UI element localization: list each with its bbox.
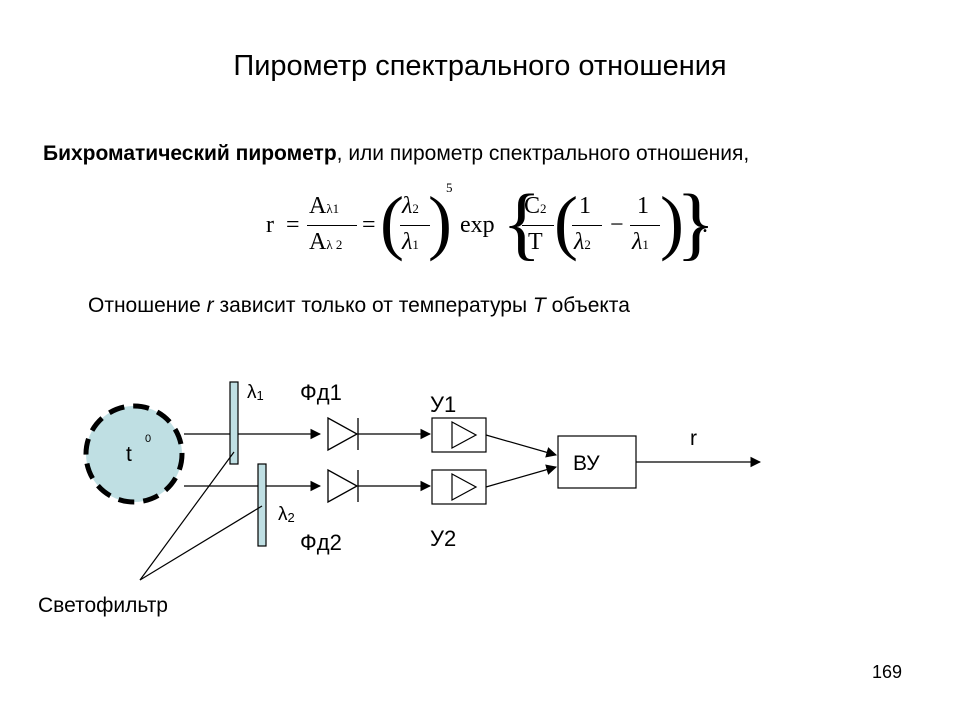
intro-text: Бихроматический пирометр, или пирометр с… xyxy=(43,142,749,166)
u1-label: У1 xyxy=(430,392,456,417)
filter-pointer-1 xyxy=(139,451,235,581)
fraction-bar-a xyxy=(307,225,357,227)
formula-c2: C2 xyxy=(524,193,547,219)
paren-left-2: ( xyxy=(554,182,578,262)
formula-a1: Aλ1 xyxy=(309,193,340,219)
fd1-label: Фд1 xyxy=(300,380,342,405)
fraction-bar-1a xyxy=(572,225,602,227)
formula-lambda2-den: λ2 xyxy=(574,229,591,255)
fraction-bar-1b xyxy=(630,225,660,227)
slide-title: Пирометр спектрального отношения xyxy=(233,50,727,82)
photodiode-2 xyxy=(327,468,359,504)
intro-bold-term: Бихроматический пирометр xyxy=(43,142,337,165)
lambda1-label: λ1 xyxy=(247,382,264,403)
amplifier-2 xyxy=(431,469,487,505)
ratio-note: Отношение r зависит только от температур… xyxy=(88,294,630,317)
formula-period: . xyxy=(702,212,708,238)
formula-lambda1-den: λ1 xyxy=(402,229,419,255)
formula-exp: exp xyxy=(460,212,495,238)
formula-eq-1: = xyxy=(286,212,300,238)
formula-power-5: 5 xyxy=(446,180,453,195)
formula-lambda2-num: λ2 xyxy=(402,193,419,219)
amp2-to-divider xyxy=(485,464,558,488)
formula-one-a: 1 xyxy=(579,193,591,219)
light-filter-2 xyxy=(257,463,267,547)
brace-left: { xyxy=(502,177,542,268)
formula-minus: − xyxy=(610,212,624,238)
filter-caption: Светофильтр xyxy=(38,594,168,617)
paren-left-1: ( xyxy=(380,182,404,262)
object-superscript: 0 xyxy=(145,433,151,445)
amp1-to-divider xyxy=(485,434,558,458)
fraction-bar-lambda xyxy=(400,225,430,227)
formula-t: T xyxy=(528,229,543,255)
amplifier-1 xyxy=(431,417,487,453)
u2-label: У2 xyxy=(430,526,456,551)
filter-pointer-2 xyxy=(139,505,263,581)
ratio-formula: r = Aλ1 Aλ 2 = ( λ2 λ1 ) 5 exp { C2 T ( … xyxy=(262,178,722,274)
formula-lambda1-den-2: λ1 xyxy=(632,229,649,255)
lambda2-label: λ2 xyxy=(278,504,295,525)
divider-unit xyxy=(557,435,637,489)
photodiode-1 xyxy=(327,416,359,452)
vu-label: ВУ xyxy=(573,452,600,475)
object-label: t xyxy=(126,443,132,466)
formula-eq-2: = xyxy=(362,212,376,238)
output-r-label: r xyxy=(690,427,697,450)
light-filter-1 xyxy=(229,381,239,465)
brace-right: } xyxy=(676,177,716,268)
formula-one-b: 1 xyxy=(637,193,649,219)
formula-a2: Aλ 2 xyxy=(309,229,343,255)
formula-r: r xyxy=(266,212,274,238)
paren-right-1: ) xyxy=(428,182,452,262)
heated-object: t 0 xyxy=(83,403,185,505)
fraction-bar-c xyxy=(522,225,554,227)
paren-right-2: ) xyxy=(660,182,684,262)
fd2-label: Фд2 xyxy=(300,530,342,555)
page-number: 169 xyxy=(871,662,902,682)
intro-rest: , или пирометр спектрального отношения, xyxy=(336,142,750,165)
